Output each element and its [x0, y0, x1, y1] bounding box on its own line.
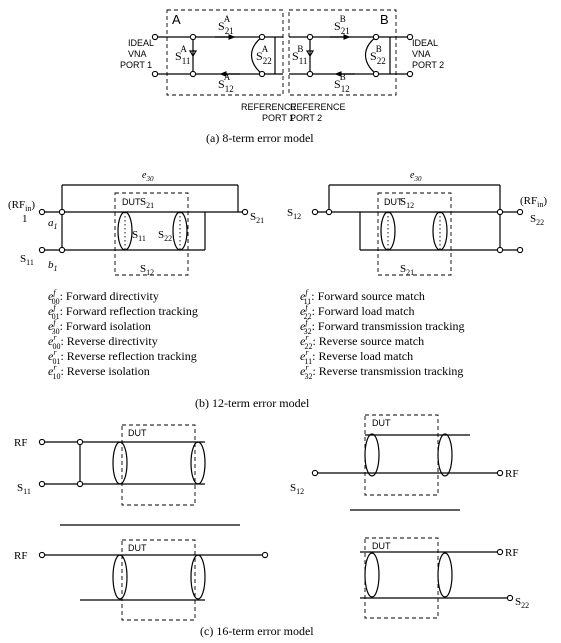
svg-text:(RFin): (RFin): [520, 195, 547, 209]
svg-text:S21A: S21A: [218, 14, 234, 36]
caption-a: (a) 8-term error model: [206, 131, 314, 145]
svg-text:e30: e30: [410, 170, 422, 183]
svg-text:RF: RF: [14, 550, 27, 562]
svg-text:S21: S21: [250, 211, 264, 225]
twelve-term-forward: DUT (RFin) 1 a1 b1 S11 S21 S12 S11 S22 S…: [8, 170, 264, 277]
svg-text:DUT: DUT: [372, 418, 391, 428]
svg-text:S12: S12: [400, 196, 414, 210]
box-a-label: A: [172, 12, 181, 27]
svg-text:a1: a1: [48, 217, 58, 231]
svg-text:VNA: VNA: [128, 49, 147, 59]
svg-text:(RFin): (RFin): [8, 199, 35, 213]
svg-text:IDEAL: IDEAL: [128, 38, 154, 48]
svg-text:S12B: S12B: [334, 72, 350, 94]
eight-term-diagram: A B S21A S11A S22A S12A S21B: [120, 9, 444, 145]
error-box-a: [166, 9, 284, 96]
svg-text:PORT 2: PORT 2: [412, 60, 444, 70]
svg-text:RF: RF: [505, 547, 518, 559]
svg-text:DUT: DUT: [122, 197, 141, 207]
svg-text:S22: S22: [515, 596, 529, 610]
svg-text:S21B: S21B: [334, 14, 350, 36]
svg-text:PORT 1: PORT 1: [120, 60, 152, 70]
svg-text:S21: S21: [140, 196, 154, 210]
svg-text:IDEAL: IDEAL: [412, 38, 438, 48]
svg-text:PORT 2: PORT 2: [290, 113, 322, 123]
svg-text:DUT: DUT: [128, 543, 147, 553]
svg-text:S12A: S12A: [218, 72, 234, 94]
svg-text:S12: S12: [287, 207, 301, 221]
svg-text:S11: S11: [132, 229, 146, 243]
svg-text:RF: RF: [505, 468, 518, 480]
svg-text:DUT: DUT: [384, 197, 403, 207]
svg-text:DUT: DUT: [372, 541, 391, 551]
svg-text:S22B: S22B: [370, 44, 386, 66]
svg-text:S12: S12: [290, 482, 304, 496]
svg-text:REFERENCE: REFERENCE: [290, 102, 346, 112]
svg-text:S21: S21: [400, 263, 414, 277]
sixteen-term-diagrams: DUT RF S11 DUT S12 RF DUT RF DUT: [14, 414, 529, 621]
svg-text:S11A: S11A: [175, 44, 190, 66]
svg-text:S22: S22: [530, 213, 544, 227]
caption-b: (b) 12-term error model: [195, 396, 310, 410]
svg-text:REFERENCE: REFERENCE: [241, 102, 297, 112]
svg-text:VNA: VNA: [412, 49, 431, 59]
svg-text:1: 1: [22, 213, 28, 225]
svg-text:S22: S22: [158, 229, 172, 243]
box-b-label: B: [380, 12, 389, 27]
svg-text:RF: RF: [14, 437, 27, 449]
svg-text:S22A: S22A: [256, 44, 272, 66]
svg-text:S11B: S11B: [292, 44, 307, 66]
svg-text:DUT: DUT: [128, 428, 147, 438]
caption-c: (c) 16-term error model: [200, 624, 314, 638]
svg-text:b1: b1: [48, 259, 58, 273]
svg-text:S11: S11: [17, 482, 31, 496]
svg-text:e30: e30: [142, 170, 154, 183]
error-box-b: [288, 9, 397, 96]
twelve-term-reverse: DUT S12 (RFin) S22 S12 S21 e30: [287, 170, 547, 277]
svg-text:S11: S11: [20, 253, 34, 267]
svg-text:PORT 1: PORT 1: [262, 113, 294, 123]
svg-text:S12: S12: [140, 263, 154, 277]
